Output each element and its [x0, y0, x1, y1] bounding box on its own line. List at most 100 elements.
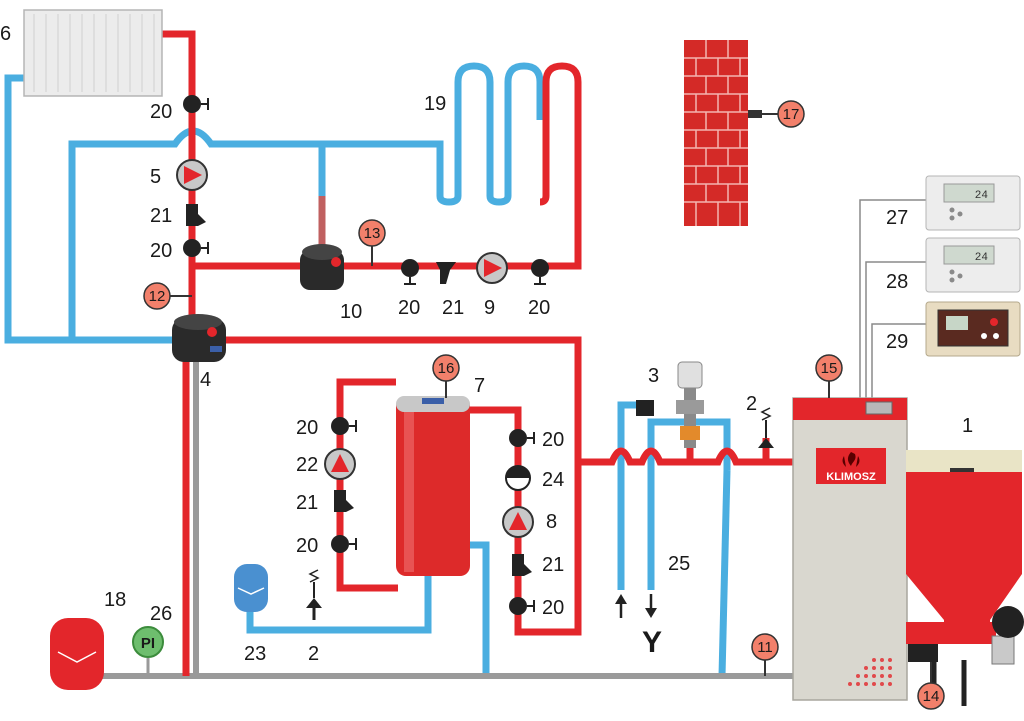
- sensor-17-marker: [777, 100, 805, 128]
- label-ball-valve-4: 20: [528, 297, 550, 319]
- hot-pipes: [162, 30, 796, 676]
- pipe-tank-supply: [206, 336, 582, 636]
- label-safety-valve-tank: 2: [308, 643, 319, 665]
- pipe-floor-loops-cold: [436, 62, 544, 206]
- pump-5: [176, 159, 208, 191]
- pipe-coil-left: [617, 401, 636, 590]
- pipe-radiator-supply: [162, 30, 196, 324]
- hopper-lid: [906, 450, 1022, 472]
- pipe-tank-circulation: [336, 378, 398, 592]
- safety-valves: [306, 407, 774, 620]
- label-pump-radiator: 5: [150, 166, 161, 188]
- expansion-vessel-tank: [234, 564, 268, 612]
- feeder-motor: [992, 606, 1024, 638]
- fuel-hopper: [906, 450, 1024, 706]
- expansion-vessel-main: [50, 618, 104, 690]
- feeder-gearbox: [991, 635, 1015, 665]
- outdoor-sensor-mount: [748, 110, 762, 118]
- room-controller-1: 24: [925, 175, 1021, 231]
- controller-1-display: 24: [975, 190, 989, 202]
- label-pump-tank: 8: [546, 511, 557, 533]
- boiler-display: [865, 401, 893, 415]
- feeder-motor-base: [908, 644, 938, 662]
- sensor-17-label: 17: [783, 106, 800, 123]
- pump-8: [502, 506, 534, 538]
- label-filter-3: 21: [296, 492, 318, 514]
- hopper-body: [906, 472, 1022, 620]
- pipe-boiler-flow: [578, 447, 796, 466]
- sensor-12-marker: [143, 282, 171, 310]
- sensor-16-label: 16: [438, 360, 455, 377]
- tank-body: [396, 396, 470, 576]
- label-ball-valve-7: 20: [542, 429, 564, 451]
- label-pump-circ: 22: [296, 454, 318, 476]
- sensor-11-label: 11: [757, 639, 773, 656]
- filters: [186, 204, 532, 576]
- label-safety-valve-boiler: 2: [746, 393, 757, 415]
- pipe-tank-expansion: [246, 574, 432, 634]
- pipe-coil-down: [718, 469, 731, 677]
- label-ball-valve-5: 20: [296, 417, 318, 439]
- sensor-15-marker: [815, 354, 843, 382]
- sensor-14-label: 14: [923, 688, 940, 705]
- boiler-brand: KLIMOSZ: [826, 471, 876, 483]
- sensors: 17 13 12 16 15 11 14: [143, 100, 945, 710]
- label-filter-2: 21: [442, 297, 464, 319]
- cooling-outlet-symbol: Y: [642, 626, 662, 659]
- brick-wall: [684, 40, 748, 226]
- controller-2-display: 24: [975, 252, 989, 264]
- water-tank: [396, 396, 470, 576]
- label-filter-4: 21: [542, 554, 564, 576]
- label-room-controller-1: 27: [886, 207, 908, 229]
- label-controller-module: 29: [886, 331, 908, 353]
- sensor-11-marker: [751, 633, 779, 661]
- pump-22: [324, 448, 356, 480]
- pumps: [176, 159, 534, 538]
- label-room-controller-2: 28: [886, 271, 908, 293]
- room-controller-2: 24: [925, 237, 1021, 293]
- ball-valves: [183, 95, 549, 615]
- pipe-radiator-return: [4, 74, 178, 344]
- label-check-valve: 24: [542, 469, 564, 491]
- label-boiler: 1: [962, 415, 973, 437]
- label-thermostatic-valve: 3: [648, 365, 659, 387]
- sensor-13-marker: [358, 219, 386, 247]
- label-floor-heating: 19: [424, 93, 446, 115]
- radiator-body: [23, 9, 163, 97]
- label-ball-valve-6: 20: [296, 535, 318, 557]
- label-ball-valve-2: 20: [150, 240, 172, 262]
- boiler: KLIMOSZ: [792, 397, 908, 701]
- mixing-valve-main: [172, 314, 226, 362]
- pipe-floor-supply: [192, 62, 582, 270]
- pressure-gauge-text: PI: [141, 635, 155, 652]
- label-pump-floor: 9: [484, 297, 495, 319]
- label-expansion-vessel-tank: 23: [244, 643, 266, 665]
- sensor-16-marker: [432, 354, 460, 382]
- label-ball-valve-1: 20: [150, 101, 172, 123]
- label-ball-valve-3: 20: [398, 297, 420, 319]
- coil-flow-arrows: [615, 594, 657, 618]
- thermostatic-valve: [636, 361, 704, 448]
- label-cooling-coil: 25: [668, 553, 690, 575]
- mixing-valve-floor: [300, 244, 344, 290]
- feeder-tube: [906, 622, 996, 644]
- grey-return-pipe: [100, 352, 796, 679]
- label-water-tank: 7: [474, 375, 485, 397]
- sensor-13-label: 13: [364, 225, 381, 242]
- pipe-tank-cold-outlet: [470, 541, 490, 676]
- label-expansion-vessel-main: 18: [104, 589, 126, 611]
- label-radiator: 6: [0, 23, 11, 45]
- controller-wiring: [859, 199, 926, 398]
- sensor-12-label: 12: [149, 288, 166, 305]
- check-valve: [505, 465, 531, 491]
- sensor-14-marker: [917, 682, 945, 710]
- label-ball-valve-8: 20: [542, 597, 564, 619]
- label-pressure-gauge: 26: [150, 603, 172, 625]
- label-filter-1: 21: [150, 205, 172, 227]
- controller-module: [925, 301, 1021, 357]
- label-mixing-valve-floor: 10: [340, 301, 362, 323]
- radiator: [23, 9, 163, 97]
- label-mixing-valve-main: 4: [200, 369, 211, 391]
